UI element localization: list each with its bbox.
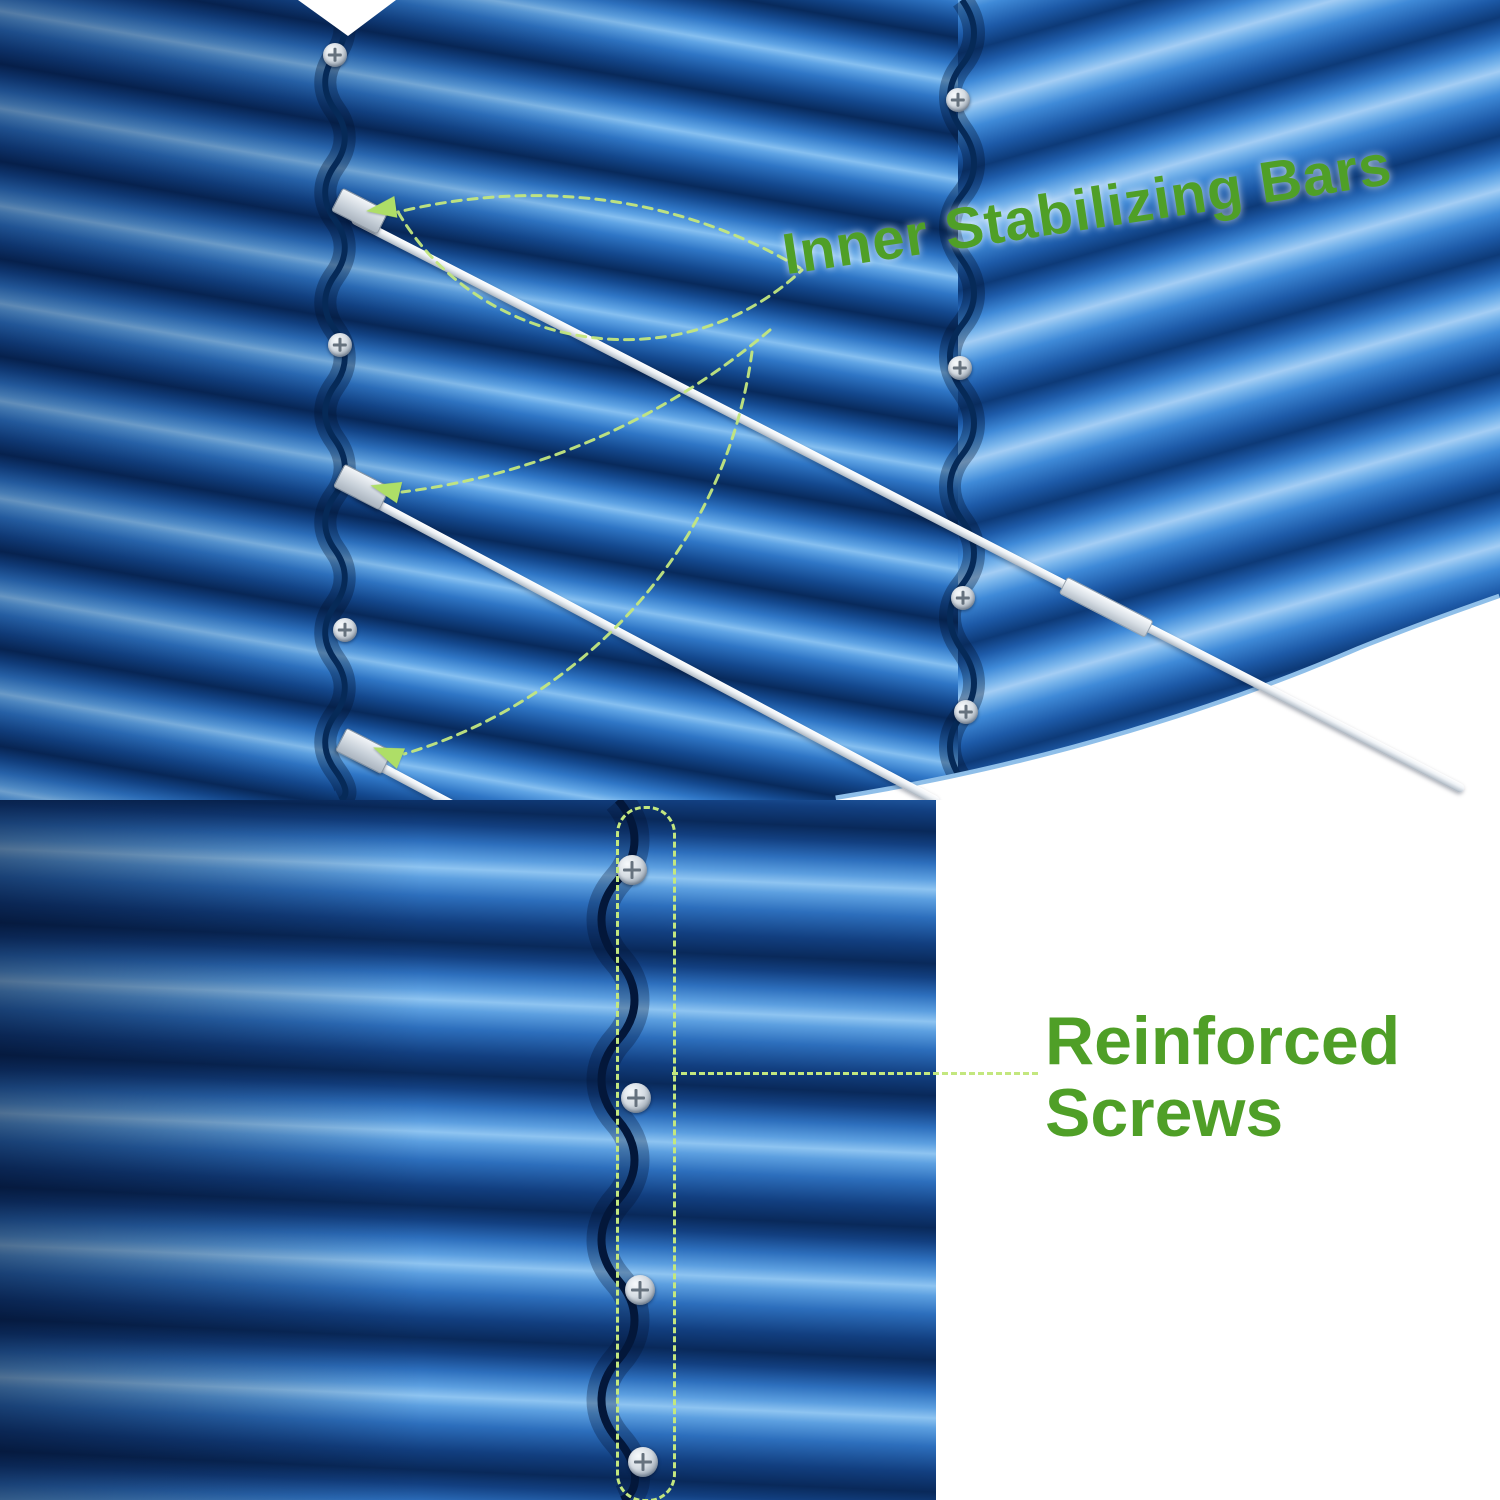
panel-shading [0, 0, 1500, 800]
reinforced-label-line2: Screws [1045, 1075, 1284, 1152]
screw-highlight-outline [616, 806, 676, 1500]
screw-icon [951, 586, 975, 610]
reinforced-label-line1: Reinforced [1045, 1003, 1401, 1079]
screw-icon [946, 88, 970, 112]
screw-icon [323, 43, 347, 67]
screw-icon [333, 618, 357, 642]
screw-icon [954, 700, 978, 724]
panel-shading [0, 800, 936, 1500]
screw-icon [625, 1275, 655, 1305]
screw-icon [617, 855, 647, 885]
screw-icon [948, 356, 972, 380]
photo-inner-view: Inner Stabilizing Bars [0, 0, 1500, 800]
screw-icon [628, 1447, 658, 1477]
arrowhead-icon [364, 196, 398, 222]
photo-seam-closeup [0, 800, 936, 1500]
screw-icon [621, 1083, 651, 1113]
screw-icon [328, 333, 352, 357]
reinforced-screws-label: Reinforced Screws [1045, 1005, 1400, 1149]
corrugated-panel-closeup [0, 800, 936, 1500]
callout-line [672, 1072, 1038, 1075]
